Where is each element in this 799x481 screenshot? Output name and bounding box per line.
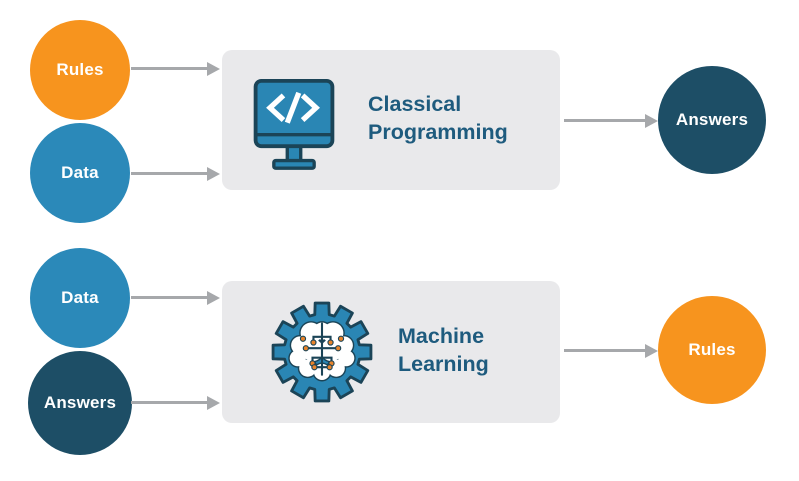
monitor-screen <box>253 78 335 149</box>
node-label: Answers <box>675 110 749 129</box>
node-label: Data <box>61 163 99 182</box>
node-label: Data <box>61 288 99 307</box>
node-output-rules: Rules <box>658 296 766 404</box>
flow-arrow-data-to-classical <box>131 166 220 181</box>
title-line: Learning <box>398 352 489 376</box>
flow-arrow-data-to-ml <box>131 290 220 305</box>
flow-arrow-ml-to-rules <box>564 343 658 358</box>
process-title-classical-programming: Classical Programming <box>368 90 508 146</box>
neuron-dots <box>299 335 345 371</box>
flow-arrow-rules-to-classical <box>131 61 220 76</box>
process-title-machine-learning: Machine Learning <box>398 322 489 378</box>
gear-brain-icon <box>271 301 373 403</box>
code-monitor-icon <box>253 78 335 170</box>
node-input-answers: Answers <box>28 351 132 455</box>
node-label: Rules <box>688 340 736 359</box>
brain-shape <box>288 321 356 382</box>
monitor-stand-base <box>272 158 316 170</box>
node-input-data: Data <box>30 123 130 223</box>
title-line: Machine <box>398 324 485 348</box>
title-line: Classical <box>368 92 462 116</box>
node-label: Answers <box>43 393 117 412</box>
node-input-data-2: Data <box>30 248 130 348</box>
node-input-rules: Rules <box>30 20 130 120</box>
neural-circuit-lines <box>306 322 338 376</box>
code-glyph <box>266 91 320 124</box>
flow-arrow-classical-to-answers <box>564 113 658 128</box>
title-line: Programming <box>368 120 508 144</box>
flow-arrow-answers-to-ml <box>131 395 220 410</box>
node-output-answers: Answers <box>658 66 766 174</box>
node-label: Rules <box>56 60 104 79</box>
